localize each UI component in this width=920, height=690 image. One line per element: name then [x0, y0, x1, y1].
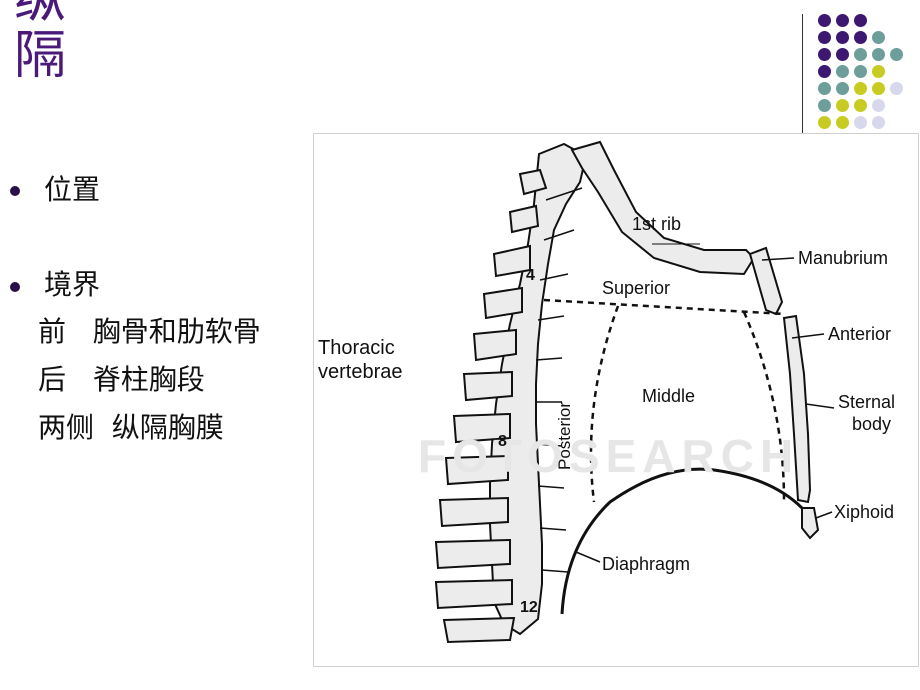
- bullet-position: 位置: [44, 173, 101, 206]
- decor-dot: [836, 99, 849, 112]
- middle-boundary-right: [742, 311, 786, 501]
- decor-dot: [836, 48, 849, 61]
- decor-dot: [854, 48, 867, 61]
- xiphoid-shape: [801, 507, 820, 540]
- label-anterior: Anterior: [828, 324, 891, 344]
- decor-dot: [854, 14, 867, 27]
- watermark: FOTOSEARCH: [418, 430, 799, 482]
- label-vertebrae: vertebrae: [318, 361, 403, 383]
- decor-dot: [818, 48, 831, 61]
- decor-dot: [836, 65, 849, 78]
- decor-dot: [872, 65, 885, 78]
- decor-dot: [872, 48, 885, 61]
- label-body: body: [852, 414, 891, 434]
- decor-dot: [818, 82, 831, 95]
- decor-dot: [854, 116, 867, 129]
- bullet-boundaries: 境界: [44, 268, 101, 301]
- decor-dot: [818, 14, 831, 27]
- manubrium-shape: [748, 246, 784, 316]
- decor-dot: [836, 14, 849, 27]
- page-title: 隔: [14, 26, 67, 86]
- decor-dot: [854, 65, 867, 78]
- label-manubrium: Manubrium: [798, 248, 888, 268]
- decor-divider: [802, 14, 803, 134]
- label-vertebra-4: 4: [526, 267, 535, 284]
- decor-dot: [872, 31, 885, 44]
- middle-boundary-left: [589, 305, 620, 503]
- superior-boundary-line: [543, 298, 785, 316]
- decor-dot: [854, 99, 867, 112]
- decor-dot: [836, 82, 849, 95]
- decor-dot: [818, 99, 831, 112]
- decor-dot: [872, 116, 885, 129]
- mediastinum-diagram: FOTOSEARCH 1st rib Manubrium Superior An…: [313, 133, 919, 667]
- decor-dot: [872, 82, 885, 95]
- bullet-icon: [10, 186, 20, 196]
- decor-dot: [836, 116, 849, 129]
- sternal-body-shape: [782, 314, 812, 504]
- decor-dot: [890, 48, 903, 61]
- label-superior: Superior: [602, 278, 670, 298]
- decor-dot: [890, 82, 903, 95]
- label-posterior: Posterior: [555, 402, 574, 470]
- boundary-posterior: 后 脊柱胸段: [38, 363, 205, 396]
- label-diaphragm: Diaphragm: [602, 554, 690, 574]
- first-rib-shape: [570, 140, 756, 276]
- label-vertebra-12: 12: [520, 599, 538, 616]
- decor-dot: [818, 116, 831, 129]
- label-first-rib: 1st rib: [632, 214, 681, 234]
- decor-dot: [872, 99, 885, 112]
- title-fragment: 纵: [14, 0, 67, 30]
- decor-dot: [854, 31, 867, 44]
- label-vertebra-8: 8: [498, 433, 507, 450]
- label-xiphoid: Xiphoid: [834, 502, 894, 522]
- label-thoracic: Thoracic: [318, 337, 395, 359]
- bullet-icon: [10, 282, 20, 292]
- boundary-anterior: 前 胸骨和肋软骨: [38, 315, 261, 348]
- vertebral-column: [434, 142, 588, 644]
- decor-dot: [818, 65, 831, 78]
- label-sternal: Sternal: [838, 392, 895, 412]
- decor-dot: [836, 31, 849, 44]
- decor-dot: [818, 31, 831, 44]
- label-middle: Middle: [642, 386, 695, 406]
- decor-dot: [854, 82, 867, 95]
- diaphragm-curve: [560, 467, 804, 615]
- boundary-lateral: 两侧 纵隔胸膜: [38, 411, 224, 444]
- vertebra-dividers: [535, 187, 583, 573]
